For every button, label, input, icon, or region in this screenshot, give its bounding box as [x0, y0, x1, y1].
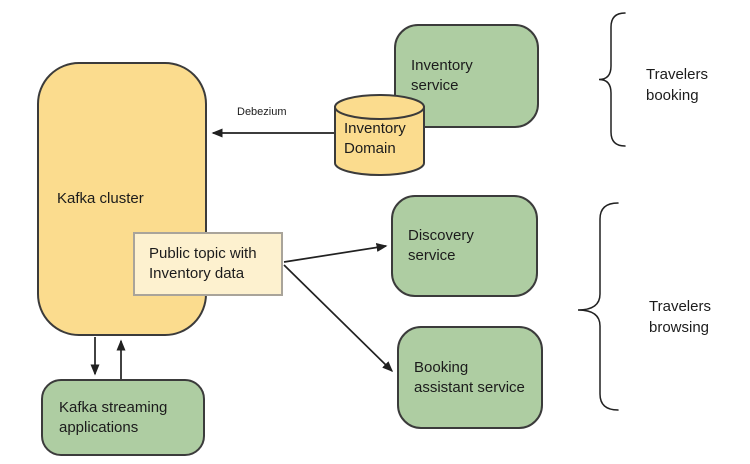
brace-travelers-booking [598, 12, 626, 147]
brace-travelers-browsing [577, 202, 619, 411]
edge-debezium-label: Debezium [237, 106, 287, 118]
node-kafka-streaming-applications: Kafka streaming applications [41, 379, 205, 456]
note-public-topic-label: Public topic with Inventory data [149, 245, 257, 282]
node-kafka-cluster: Kafka cluster [37, 62, 207, 336]
node-booking-assistant-service-label: Booking assistant service [414, 358, 525, 396]
node-discovery-service-label: Discovery service [408, 227, 474, 264]
node-inventory-domain-label: Inventory Domain [344, 120, 406, 157]
node-discovery-service: Discovery service [391, 195, 538, 297]
edge-topic-to-discovery [283, 243, 388, 263]
annotation-travelers-browsing: Travelers browsing [649, 298, 711, 336]
note-public-topic: Public topic with Inventory data [133, 232, 283, 296]
node-inventory-service-label: Inventory service [411, 57, 473, 94]
edge-topic-to-booking-assistant [283, 264, 394, 373]
node-kafka-cluster-label: Kafka cluster [57, 190, 144, 207]
node-booking-assistant-service: Booking assistant service [397, 326, 543, 429]
node-kafka-streaming-applications-label: Kafka streaming applications [59, 398, 168, 436]
annotation-travelers-booking: Travelers booking [646, 66, 708, 104]
node-inventory-service: Inventory service [394, 24, 539, 128]
